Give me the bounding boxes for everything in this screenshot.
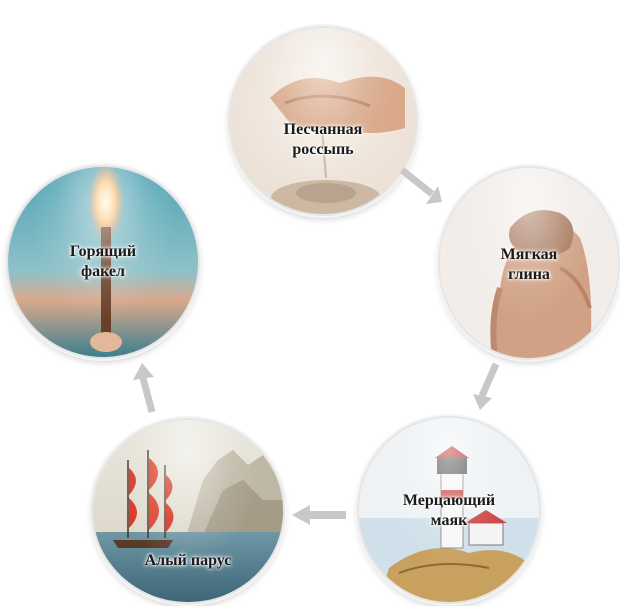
arrow-sail-to-torch [133,363,156,413]
scarlet-sail-ship-image [93,420,283,602]
arrow-lighthouse-to-sail [292,505,346,525]
node-scarlet-sail-label: Алый парус [144,552,232,569]
node-scarlet-sail: Алый парус [93,420,283,602]
arrow-clay-to-lighthouse [473,362,500,410]
arrow-sand-to-clay [399,167,442,204]
